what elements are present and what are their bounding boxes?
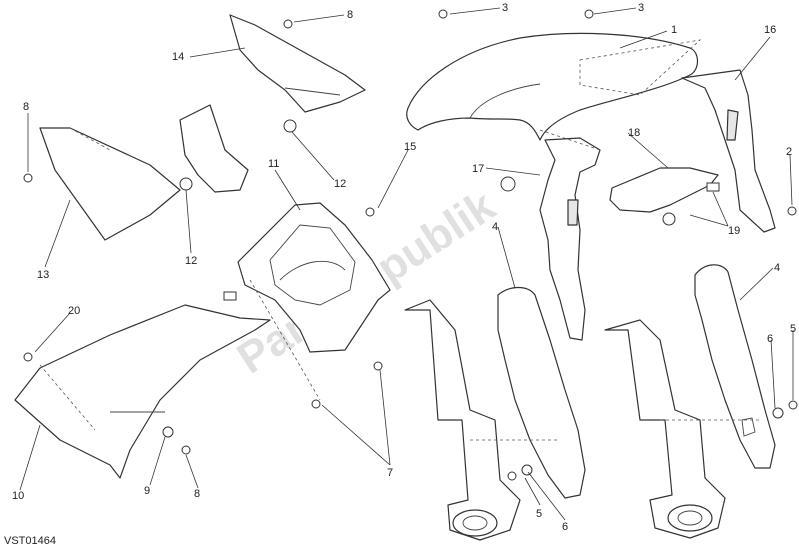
screw-icon: [438, 9, 448, 19]
screw-icon: [181, 445, 191, 455]
screw-icon: [373, 361, 383, 371]
callout-label: 12: [185, 255, 197, 267]
part-mounting-bracket[interactable]: [609, 167, 719, 213]
callout-label: 8: [194, 488, 200, 500]
part-headlight-support[interactable]: [237, 202, 391, 353]
callout-label: 8: [347, 9, 353, 21]
rubber-grommet-icon: [662, 212, 676, 226]
screw-icon: [584, 9, 594, 19]
callout-label: 17: [472, 163, 484, 175]
callout-label: 19: [728, 225, 740, 237]
callout-label: 16: [764, 24, 776, 36]
callout-label: 5: [790, 323, 796, 335]
spacer-icon: [223, 291, 237, 301]
callout-label: 3: [502, 2, 508, 14]
callout-label: 14: [172, 51, 184, 63]
callout-label: 1: [671, 24, 677, 36]
callout-label: 6: [562, 521, 568, 533]
part-front-mudguard[interactable]: [406, 32, 702, 141]
callout-label: 15: [404, 141, 416, 153]
callout-label: 9: [144, 485, 150, 497]
callout-label: 4: [492, 221, 498, 233]
part-side-cover-right[interactable]: [681, 69, 776, 233]
fork-leg-left: [404, 299, 521, 541]
part-lower-fairing[interactable]: [14, 304, 271, 479]
screw-icon: [507, 471, 517, 481]
screw-icon: [365, 207, 375, 217]
part-fork-guard-left[interactable]: [497, 286, 586, 499]
clip-icon: [706, 182, 720, 192]
screw-icon: [311, 399, 321, 409]
callout-label: 11: [268, 158, 279, 170]
rubber-grommet-icon: [179, 177, 193, 191]
part-fork-guard-right[interactable]: [694, 264, 776, 469]
callout-label: 7: [387, 467, 393, 479]
fork-leg-right: [604, 319, 726, 539]
callout-label: 18: [628, 127, 640, 139]
hardware-fasteners: [23, 9, 798, 481]
callout-labels: 1 2 3 3 4 4 5 5 6 6 7 8 8 8 9 10 11 12 1…: [12, 2, 796, 533]
callout-label: 20: [68, 305, 80, 317]
callout-label: 12: [334, 178, 346, 190]
callout-label: 10: [12, 490, 24, 502]
screw-icon: [788, 400, 798, 410]
drawing-code: VST01464: [4, 535, 56, 547]
part-support-bracket[interactable]: [539, 137, 601, 341]
part-side-panel-left[interactable]: [39, 127, 181, 241]
washer-icon: [772, 407, 784, 419]
callout-label: 4: [774, 262, 780, 274]
part-upper-cover[interactable]: [229, 14, 366, 113]
part-frame-bracket[interactable]: [179, 104, 249, 193]
callout-label: 2: [786, 146, 792, 158]
rubber-grommet-icon: [283, 119, 297, 133]
leader-lines: [19, 7, 794, 521]
grommet-icon: [23, 352, 33, 362]
callout-label: 13: [37, 269, 49, 281]
screw-icon: [283, 19, 293, 29]
washer-icon: [521, 464, 533, 476]
screw-icon: [23, 173, 33, 183]
callout-label: 6: [767, 333, 773, 345]
callout-label: 8: [23, 101, 29, 113]
washer-icon: [162, 426, 174, 438]
callout-label: 5: [536, 508, 542, 520]
screw-icon: [787, 206, 797, 216]
gear-icon: [500, 176, 516, 192]
callout-label: 3: [638, 2, 644, 14]
